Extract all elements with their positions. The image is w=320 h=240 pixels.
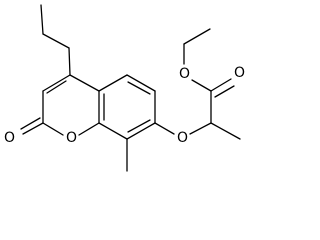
bond-c7-o-ether bbox=[154, 122, 175, 135]
bond-ch-methyl bbox=[210, 122, 241, 140]
bond-o1-c8a bbox=[78, 122, 100, 136]
bond-c2-o-double-a bbox=[22, 122, 44, 135]
bond-c-o-ester bbox=[191, 79, 212, 92]
bond-c5-c6 bbox=[126, 74, 156, 92]
atom-ring-oxygen: O bbox=[66, 130, 77, 146]
bond-c4a-c4 bbox=[69, 74, 100, 92]
bond-c4a-c5 bbox=[98, 74, 128, 92]
bond-c2-o-double-b bbox=[20, 117, 41, 130]
bond-c7-c8-inner bbox=[127, 119, 151, 133]
bond-c4-c3 bbox=[42, 74, 71, 92]
bond-propyl-3 bbox=[68, 47, 71, 76]
bond-c-o-double-b bbox=[214, 85, 235, 98]
atom-carbonyl-oxygen-right: O bbox=[234, 65, 245, 81]
bond-o-ether-ch bbox=[189, 122, 212, 135]
bond-c-o-double-a bbox=[210, 78, 232, 92]
bond-c7-c8 bbox=[126, 122, 156, 140]
bond-c8-c8a bbox=[98, 122, 128, 140]
bond-c2-o1 bbox=[42, 122, 64, 136]
atom-carbonyl-oxygen-left: O bbox=[4, 130, 15, 146]
bond-c5-c6-inner bbox=[127, 81, 151, 95]
bond-propyl-1 bbox=[40, 4, 44, 35]
atom-ether-oxygen: O bbox=[177, 130, 188, 146]
bond-propyl-2 bbox=[42, 33, 70, 49]
structure-diagram: O O O O O bbox=[4, 4, 245, 172]
atom-ester-oxygen: O bbox=[179, 66, 190, 82]
bond-c4-c3-inner bbox=[46, 80, 67, 94]
bond-ethyl-2 bbox=[183, 28, 211, 45]
